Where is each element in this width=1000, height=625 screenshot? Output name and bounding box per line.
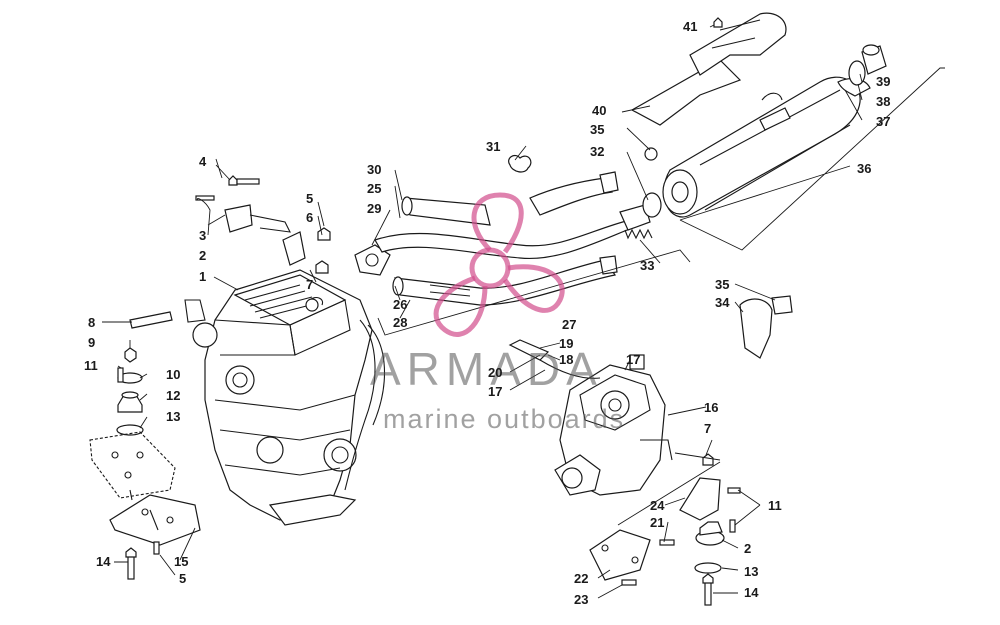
callout-34: 34 bbox=[715, 295, 730, 310]
bracket-24 bbox=[679, 477, 721, 521]
callout-11: 11 bbox=[84, 358, 98, 373]
callout-25: 25 bbox=[367, 181, 381, 196]
propeller-logo-icon bbox=[433, 192, 565, 337]
callout-31: 31 bbox=[486, 139, 500, 154]
callout-11b: 11 bbox=[768, 498, 782, 513]
callout-26: 26 bbox=[393, 297, 407, 312]
callout-17: 17 bbox=[626, 352, 640, 367]
callout-30: 30 bbox=[367, 162, 381, 177]
callout-39: 39 bbox=[876, 74, 890, 89]
bracket-34 bbox=[739, 298, 773, 359]
callout-13b: 13 bbox=[744, 564, 758, 579]
heat-shield-40 bbox=[630, 59, 742, 126]
engine-assembly bbox=[184, 269, 386, 526]
callout-19: 19 bbox=[559, 336, 573, 351]
callout-35: 35 bbox=[590, 122, 604, 137]
clamp-31 bbox=[508, 154, 532, 173]
watermark-title: ARMADA bbox=[370, 343, 603, 395]
bolt-14 bbox=[127, 554, 135, 580]
callout-18: 18 bbox=[559, 352, 573, 367]
gasket-ring-32 bbox=[642, 192, 662, 218]
gasket-38 bbox=[848, 60, 866, 86]
callout-5b: 5 bbox=[179, 571, 186, 586]
exhaust-flange bbox=[354, 244, 391, 276]
callout-20: 20 bbox=[488, 365, 502, 380]
callout-32: 32 bbox=[590, 144, 604, 159]
callout-9: 9 bbox=[88, 335, 95, 350]
cover-plate-22 bbox=[589, 529, 651, 581]
callout-23: 23 bbox=[574, 592, 588, 607]
callout-3: 3 bbox=[199, 228, 206, 243]
engine-bracket bbox=[109, 494, 201, 546]
callout-36: 36 bbox=[857, 161, 871, 176]
left-mount-parts bbox=[89, 175, 331, 580]
leader-lines bbox=[102, 24, 945, 599]
heat-shield-41 bbox=[689, 12, 787, 76]
callout-29: 29 bbox=[367, 201, 381, 216]
callout-14: 14 bbox=[96, 554, 111, 569]
callout-10: 10 bbox=[166, 367, 180, 382]
callout-35b: 35 bbox=[715, 277, 729, 292]
callout-7: 7 bbox=[306, 277, 313, 292]
callout-16: 16 bbox=[704, 400, 718, 415]
callout-41: 41 bbox=[683, 19, 697, 34]
cable-18 bbox=[508, 339, 550, 361]
callout-17b: 17 bbox=[488, 384, 502, 399]
mount-block bbox=[224, 204, 253, 233]
bolt-14b bbox=[704, 579, 712, 606]
callout-27: 27 bbox=[562, 317, 576, 332]
callout-13: 13 bbox=[166, 409, 180, 424]
watermark: ARMADA marine outboards bbox=[370, 192, 625, 434]
washer-13 bbox=[694, 562, 722, 574]
nut bbox=[124, 347, 137, 363]
watermark-subtitle: marine outboards bbox=[383, 404, 625, 434]
callout-12: 12 bbox=[166, 388, 180, 403]
callout-8: 8 bbox=[88, 315, 95, 330]
callout-22: 22 bbox=[574, 571, 588, 586]
callout-24: 24 bbox=[650, 498, 665, 513]
callout-2b: 2 bbox=[744, 541, 751, 556]
callout-5: 5 bbox=[306, 191, 313, 206]
callout-7b: 7 bbox=[704, 421, 711, 436]
callout-38: 38 bbox=[876, 94, 890, 109]
callout-28: 28 bbox=[393, 315, 407, 330]
gearbox-assembly bbox=[508, 339, 673, 496]
callout-4: 4 bbox=[199, 154, 207, 169]
callout-33: 33 bbox=[640, 258, 654, 273]
callout-1: 1 bbox=[199, 269, 206, 284]
callout-15: 15 bbox=[174, 554, 188, 569]
right-mount-parts bbox=[589, 295, 793, 606]
grommet-35 bbox=[771, 295, 793, 315]
callout-6: 6 bbox=[306, 210, 313, 225]
callout-14b: 14 bbox=[744, 585, 759, 600]
gasket-plate bbox=[129, 311, 173, 329]
callout-40: 40 bbox=[592, 103, 606, 118]
callout-2: 2 bbox=[199, 248, 206, 263]
callout-labels: 4 3 2 1 5 6 7 8 9 11 10 12 13 14 15 5 30… bbox=[84, 19, 890, 607]
callout-37: 37 bbox=[876, 114, 890, 129]
muffler-assembly bbox=[630, 12, 887, 218]
callout-21: 21 bbox=[650, 515, 664, 530]
